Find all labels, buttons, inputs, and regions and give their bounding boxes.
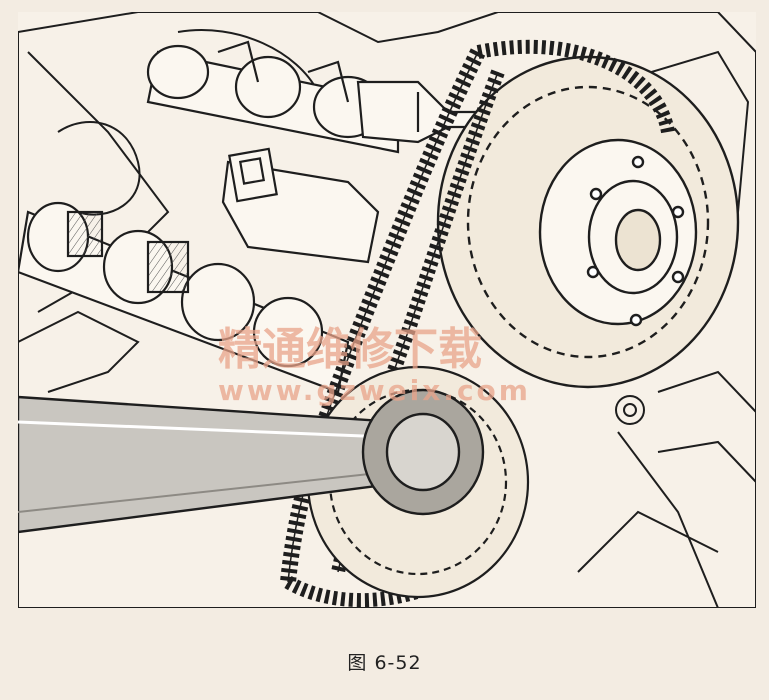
watermark: 精通维修下载 www.gzweix.com: [218, 324, 531, 407]
figure-caption: 图 6-52: [347, 652, 422, 674]
lower-camshaft: [18, 201, 350, 394]
camshaft-sprocket: [436, 55, 740, 389]
watermark-text: 精通维修下载: [218, 324, 482, 375]
watermark-url: www.gzweix.com: [218, 374, 531, 407]
holding-tool: [221, 80, 490, 264]
wrench: [18, 388, 485, 534]
engine-illustration: 精通维修下载 www.gzweix.com: [18, 12, 756, 608]
